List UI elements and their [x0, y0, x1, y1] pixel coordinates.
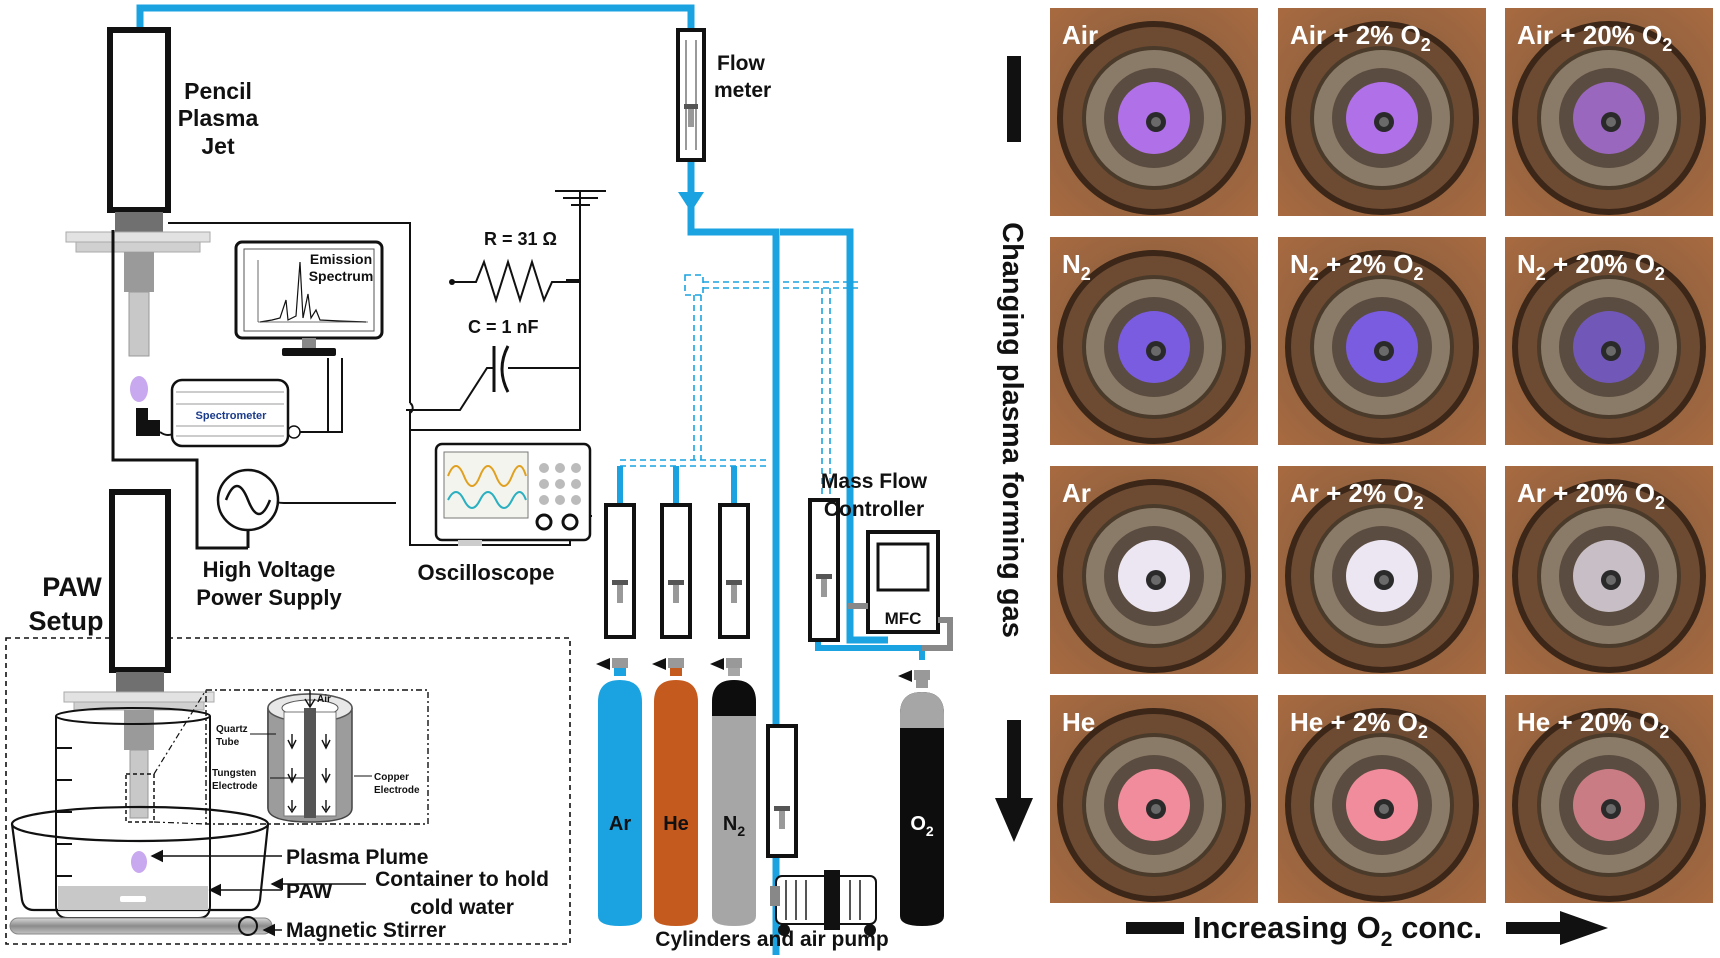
- mass-flow-controller: [848, 530, 953, 651]
- paw-setup-label-2: Setup: [28, 606, 103, 636]
- hv-label: High Voltage: [203, 557, 336, 582]
- photo-label: Air + 2% O2: [1290, 20, 1431, 55]
- photo-label: N2 + 20% O2: [1517, 249, 1665, 284]
- container-label: Container to hold: [375, 868, 549, 891]
- tungsten-label: Tungsten: [212, 768, 256, 779]
- tungsten-label-2: Electrode: [212, 781, 258, 792]
- air-pump: [770, 870, 877, 936]
- photo-label: N2 + 2% O2: [1290, 249, 1423, 284]
- flow-meter-floats: [612, 574, 832, 829]
- plasma-photo: Air + 20% O2: [1505, 8, 1713, 216]
- emission-spectrum-monitor: [234, 240, 384, 356]
- plasma-photo: Air: [1050, 8, 1258, 216]
- plasma-photo: N2: [1050, 237, 1258, 445]
- hv-power-supply: [216, 468, 280, 532]
- oscilloscope: [434, 442, 592, 546]
- emission-label: Emission: [310, 251, 372, 267]
- plasma-photo: He + 2% O2: [1278, 695, 1486, 903]
- gas-cylinders: Ar He N2 O2: [596, 658, 944, 926]
- pencil-plasma-jet-top: [65, 27, 211, 402]
- flow-arrow: [678, 192, 704, 212]
- mfc-text: MFC: [885, 609, 922, 628]
- spectrometer-label: Spectrometer: [196, 410, 268, 422]
- plasma-photo: N2 + 2% O2: [1278, 237, 1486, 445]
- electrode-inset: [125, 689, 429, 825]
- cylinder-n2: N2: [710, 658, 756, 926]
- paw-label: PAW: [286, 880, 332, 903]
- gas-lines: [136, 4, 888, 955]
- plasma-photo: Ar: [1050, 466, 1258, 674]
- svg-text:Jet: Jet: [201, 133, 235, 159]
- cylinder-lines: [617, 466, 925, 660]
- mfc-label-2: Controller: [824, 498, 924, 521]
- photo-label: He: [1062, 707, 1095, 737]
- plasma-photo-grid: Air Air + 2% O2 Air + 20% O2 N2 N2 + 2% O2 N2…: [1050, 8, 1713, 903]
- capacitor-label: C = 1 nF: [468, 317, 539, 337]
- plasma-photo: He + 20% O2: [1505, 695, 1713, 903]
- capacitor: [492, 345, 510, 393]
- ground-symbol: [555, 190, 606, 206]
- plasma-photo: He: [1050, 695, 1258, 903]
- photo-label: He + 20% O2: [1517, 707, 1669, 742]
- cylinder-label: N2: [723, 813, 745, 839]
- container-label-2: cold water: [410, 896, 514, 919]
- vertical-label: Changing plasma forming gas: [996, 222, 1028, 638]
- cylinder-label: Ar: [609, 813, 631, 835]
- quartz-label: Quartz: [216, 724, 248, 735]
- plasma-photo: Air + 2% O2: [1278, 8, 1486, 216]
- mfc-label: Mass Flow: [821, 470, 928, 493]
- cylinder-o2: O2: [898, 670, 944, 926]
- photo-label: Air + 20% O2: [1517, 20, 1672, 55]
- cylinder-ar: Ar: [596, 658, 642, 926]
- copper-label: Copper: [374, 772, 409, 783]
- paw-setup-box: [5, 637, 571, 945]
- paw-setup-label: PAW: [42, 572, 102, 602]
- cylinder-flow-meters: [604, 498, 840, 858]
- oscilloscope-label: Oscilloscope: [418, 560, 555, 585]
- cylinder-label: O2: [910, 813, 934, 839]
- photo-label: Ar + 20% O2: [1517, 478, 1665, 513]
- copper-label-2: Electrode: [374, 785, 420, 796]
- flow-meter-top: [676, 28, 706, 162]
- cylinder-he: He: [652, 658, 698, 926]
- plasma-photo: Ar + 20% O2: [1505, 466, 1713, 674]
- photo-label: Air: [1062, 20, 1098, 50]
- vertical-arrow: [995, 56, 1033, 842]
- hv-label-2: Power Supply: [196, 585, 342, 610]
- plasma-photo: N2 + 20% O2: [1505, 237, 1713, 445]
- photo-label: N2: [1062, 249, 1091, 284]
- flow-meter-label: Flow: [717, 52, 765, 75]
- magnetic-stirrer-label: Magnetic Stirrer: [286, 919, 446, 942]
- air-label: Air: [317, 694, 331, 705]
- gas-manifold: [620, 274, 858, 500]
- photo-label: He + 2% O2: [1290, 707, 1428, 742]
- cylinders-caption: Cylinders and air pump: [655, 928, 888, 951]
- flow-meter-label-2: meter: [714, 79, 771, 102]
- spectrometer: [136, 378, 301, 448]
- cylinder-label: He: [663, 813, 689, 835]
- quartz-label-2: Tube: [216, 737, 240, 748]
- magnetic-stirrer: [9, 916, 273, 936]
- svg-text:Pencil: Pencil: [184, 78, 252, 104]
- pencil-plasma-jet-paw: [63, 489, 215, 873]
- plasma-photo: Ar + 2% O2: [1278, 466, 1486, 674]
- svg-text:Plasma: Plasma: [178, 105, 259, 131]
- photo-label: Ar: [1062, 478, 1091, 508]
- plasma-plume-label: Plasma Plume: [286, 846, 428, 869]
- pencil-jet-label: Pencil Plasma Jet: [178, 78, 259, 159]
- photo-label: Ar + 2% O2: [1290, 478, 1424, 513]
- stir-bar: [120, 896, 146, 902]
- emission-label-2: Spectrum: [309, 268, 374, 284]
- horizontal-arrow: [1126, 911, 1608, 945]
- resistor-label: R = 31 Ω: [484, 229, 557, 249]
- hv-wire: [111, 230, 248, 550]
- horizontal-label: Increasing O2 conc.: [1193, 910, 1482, 951]
